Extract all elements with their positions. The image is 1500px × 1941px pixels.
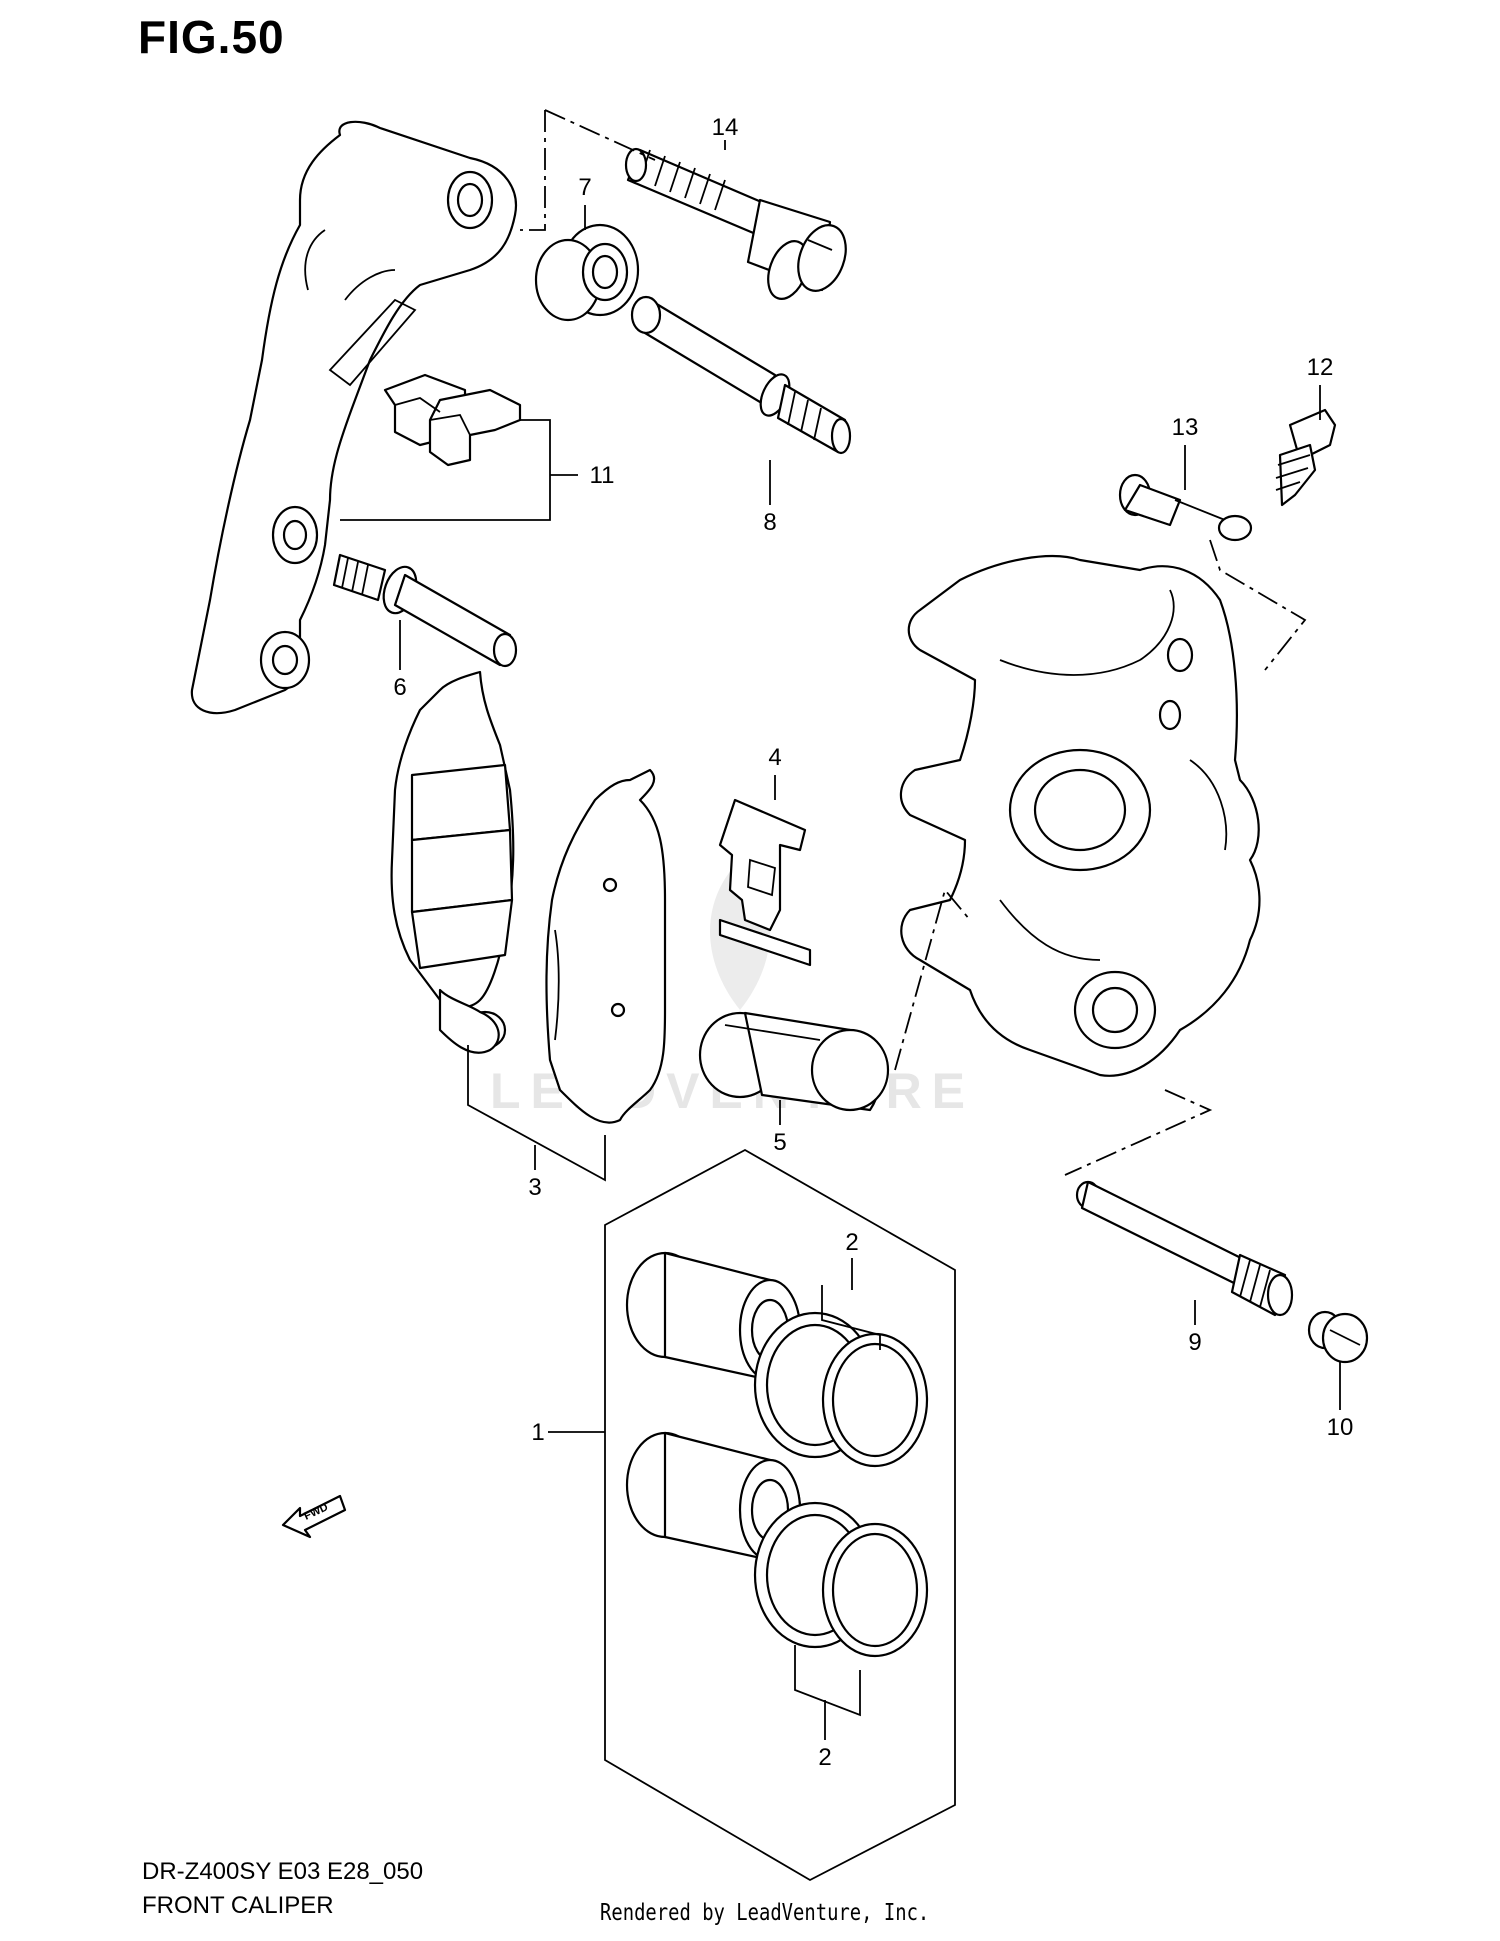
model-code: DR-Z400SY E03 E28_050 [142, 1858, 424, 1885]
callout-3: 3 [528, 1174, 541, 1201]
bleeder-screw-12 [1275, 408, 1337, 507]
piston-5 [698, 1011, 890, 1112]
part-name: FRONT CALIPER [142, 1892, 334, 1919]
callout-14: 14 [712, 114, 739, 141]
caliper-bracket [190, 120, 517, 715]
callout-10: 10 [1327, 1414, 1354, 1441]
callout-13: 13 [1172, 414, 1199, 441]
callout-9: 9 [1188, 1329, 1201, 1356]
boot-7 [534, 223, 640, 322]
callout-12: 12 [1307, 354, 1334, 381]
piston-kit-box [604, 1148, 956, 1882]
pin-9 [1075, 1180, 1294, 1317]
brake-pad-inner [545, 768, 667, 1124]
pad-retainer-4 [718, 798, 812, 967]
pin-8 [630, 295, 852, 455]
callout-2-upper: 2 [845, 1229, 858, 1256]
callout-7: 7 [578, 174, 591, 201]
cap-10 [1307, 1310, 1369, 1364]
pin-6 [332, 553, 518, 668]
assembly-chain-lines [520, 109, 1307, 1176]
forward-arrow-icon: FWD [281, 1494, 347, 1539]
callout-4: 4 [768, 744, 781, 771]
bolt-14 [624, 147, 847, 300]
callout-11: 11 [590, 462, 615, 489]
pad-spring-11 [383, 373, 522, 467]
rendered-by-credit: Rendered by LeadVenture, Inc. [600, 1900, 930, 1926]
caliper-body [899, 554, 1261, 1077]
bleeder-cap-13 [1118, 473, 1253, 542]
brake-pad-outer [390, 670, 515, 1054]
callout-5: 5 [773, 1129, 786, 1156]
callout-2-lower: 2 [818, 1744, 831, 1771]
leader-lines [340, 140, 1341, 1740]
figure-title: FIG.50 [138, 11, 285, 63]
callout-1: 1 [531, 1419, 544, 1446]
callout-6: 6 [393, 674, 406, 701]
callout-8: 8 [763, 509, 776, 536]
